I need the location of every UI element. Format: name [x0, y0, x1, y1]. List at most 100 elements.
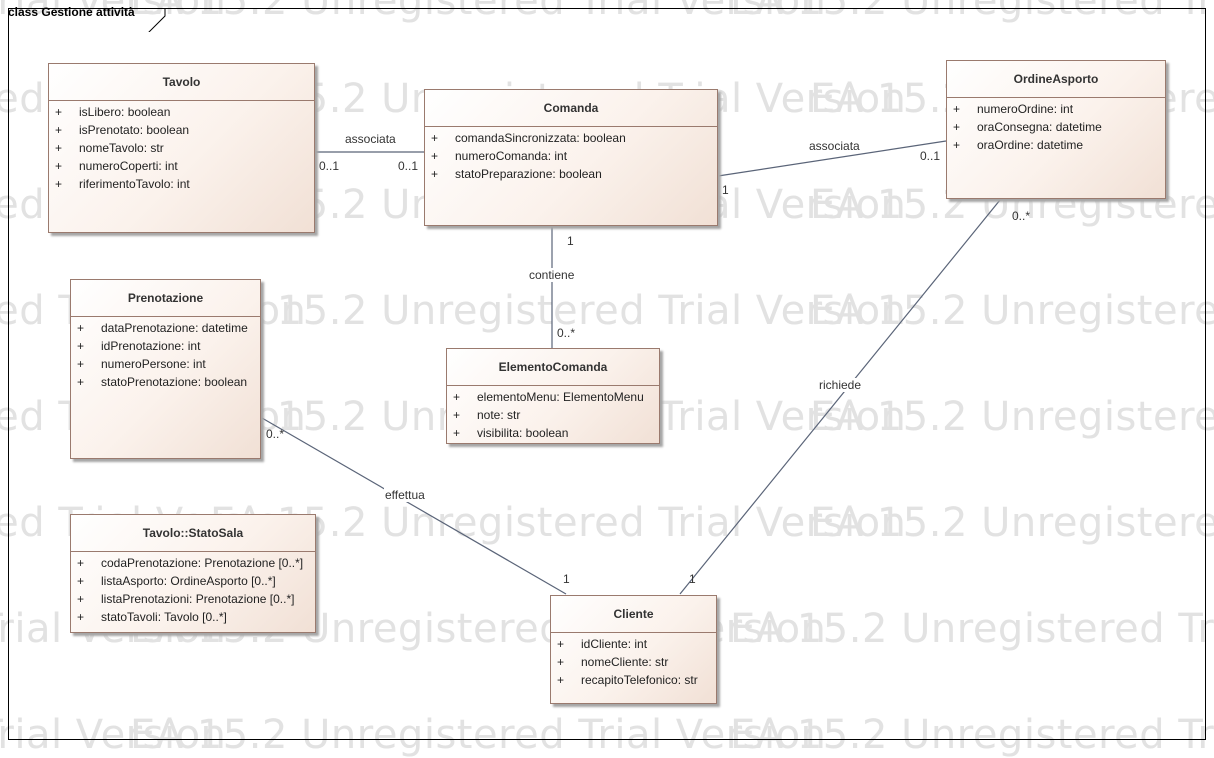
class-cliente[interactable]: Cliente +idCliente: int + nomeCliente: st… [550, 595, 717, 704]
visibility-marker: + [453, 408, 461, 422]
attribute: +dataPrenotazione: datetime [71, 319, 260, 337]
visibility-marker: + [431, 131, 439, 145]
class-name: Tavolo [49, 64, 314, 101]
class-prenotazione[interactable]: Prenotazione +dataPrenotazione: datetime… [70, 279, 261, 459]
attribute-text: nomeTavolo: str [79, 141, 164, 155]
visibility-marker: + [953, 120, 961, 134]
visibility-marker: + [55, 177, 63, 191]
attribute-text: codaPrenotazione: Prenotazione [0..*] [101, 556, 304, 570]
attribute: + statoTavoli: Tavolo [0..*] [71, 608, 315, 626]
watermark: EA 15.2 Unregistered Trial Version [730, 606, 1214, 652]
association-comanda-ordine [717, 140, 947, 177]
watermark: EA 15.2 Unregistered Trial Version [130, 0, 827, 24]
attribute-text: idPrenotazione: int [101, 339, 201, 353]
attribute: + statoPreparazione: boolean [425, 165, 717, 183]
class-comanda[interactable]: Comanda + comandaSincronizzata: boolean +… [424, 89, 718, 226]
visibility-marker: + [431, 167, 439, 181]
attribute-text: oraOrdine: datetime [977, 138, 1084, 152]
attribute-text: nomeCliente: str [581, 655, 669, 669]
attribute: +isLibero: boolean [49, 103, 314, 121]
attribute: +listaPrenotazioni: Prenotazione [0..*] [71, 590, 315, 608]
attribute: + isPrenotato: boolean [49, 121, 314, 139]
class-stato-sala[interactable]: Tavolo::StatoSala +codaPrenotazione: Pre… [70, 514, 316, 633]
attribute: + numeroComanda: int [425, 147, 717, 165]
attribute: + nomeCliente: str [551, 653, 716, 671]
attribute: + oraOrdine: datetime [947, 136, 1165, 154]
association-label: contiene [528, 268, 576, 282]
watermark: EA 15.2 Unregistered Trial Version [810, 288, 1214, 334]
visibility-marker: + [55, 141, 63, 155]
watermark: EA 15.2 Unregistered Trial Version [810, 394, 1214, 440]
watermark: EA 15.2 Unregistered Trial Version [810, 500, 1214, 546]
frame-tab [148, 8, 166, 32]
attribute-text: riferimentoTavolo: int [79, 177, 190, 191]
multiplicity: 1 [689, 572, 696, 586]
attribute: + recapitoTelefonico: str [551, 671, 716, 689]
visibility-marker: + [557, 673, 565, 687]
multiplicity: 0..1 [398, 159, 419, 173]
visibility-marker: + [77, 357, 85, 371]
visibility-marker: + [55, 123, 63, 137]
attribute-text: statoPreparazione: boolean [455, 167, 602, 181]
visibility-marker: + [77, 610, 85, 624]
attribute-text: visibilita: boolean [477, 426, 569, 440]
visibility-marker: + [453, 390, 461, 404]
class-name: OrdineAsporto [947, 61, 1165, 98]
association-label: effettua [384, 488, 426, 502]
visibility-marker: + [77, 375, 85, 389]
class-elemento-comanda[interactable]: ElementoComanda +elementoMenu: ElementoM… [446, 348, 660, 444]
attribute-text: numeroComanda: int [455, 149, 568, 163]
attribute-text: dataPrenotazione: datetime [101, 321, 248, 335]
class-tavolo[interactable]: Tavolo +isLibero: boolean + isPrenotato: … [48, 63, 315, 233]
class-name: ElementoComanda [447, 349, 659, 386]
multiplicity: 0..* [1012, 209, 1031, 223]
attribute: +idCliente: int [551, 635, 716, 653]
attribute: +numeroOrdine: int [947, 100, 1165, 118]
watermark: EA 15.2 Unregistered Trial Version [210, 500, 907, 546]
attribute-text: numeroCoperti: int [79, 159, 178, 173]
visibility-marker: + [557, 637, 565, 651]
class-name: Cliente [551, 596, 716, 633]
attribute: + riferimentoTavolo: int [49, 175, 314, 193]
watermark: EA 15.2 Unregistered Trial Version [0, 0, 227, 24]
multiplicity: 1 [563, 572, 570, 586]
visibility-marker: + [77, 592, 85, 606]
multiplicity: 0..1 [319, 159, 340, 173]
multiplicity: 0..* [557, 326, 576, 340]
visibility-marker: + [557, 655, 565, 669]
visibility-marker: + [431, 149, 439, 163]
visibility-marker: + [55, 105, 63, 119]
visibility-marker: + [453, 426, 461, 440]
class-ordine-asporto[interactable]: OrdineAsporto +numeroOrdine: int + oraCon… [946, 60, 1166, 199]
attribute-text: statoTavoli: Tavolo [0..*] [101, 610, 227, 624]
class-name: Comanda [425, 90, 717, 127]
association-ordine-cliente [679, 199, 1001, 595]
watermark: EA 15.2 Unregistered Trial Version [730, 0, 1214, 24]
attribute: +elementoMenu: ElementoMenu [447, 388, 659, 406]
attribute: + comandaSincronizzata: boolean [425, 129, 717, 147]
diagram-frame [8, 8, 1206, 740]
visibility-marker: + [953, 102, 961, 116]
association-label: associata [344, 132, 397, 146]
attribute-text: numeroPersone: int [101, 357, 206, 371]
multiplicity: 0..* [266, 427, 285, 441]
attribute-text: oraConsegna: datetime [977, 120, 1102, 134]
multiplicity: 1 [567, 234, 574, 248]
visibility-marker: + [77, 556, 85, 570]
attribute: + oraConsegna: datetime [947, 118, 1165, 136]
attribute: + numeroPersone: int [71, 355, 260, 373]
visibility-marker: + [953, 138, 961, 152]
visibility-marker: + [77, 339, 85, 353]
attribute-text: comandaSincronizzata: boolean [455, 131, 626, 145]
attribute: + note: str [447, 406, 659, 424]
attribute: + codaPrenotazione: Prenotazione [0..*] [71, 554, 315, 572]
attribute: + idPrenotazione: int [71, 337, 260, 355]
attribute-text: note: str [477, 408, 521, 422]
attribute-text: recapitoTelefonico: str [581, 673, 698, 687]
attribute-text: isPrenotato: boolean [79, 123, 190, 137]
association-label: associata [808, 139, 861, 153]
attribute-text: statoPrenotazione: boolean [101, 375, 248, 389]
visibility-marker: + [55, 159, 63, 173]
